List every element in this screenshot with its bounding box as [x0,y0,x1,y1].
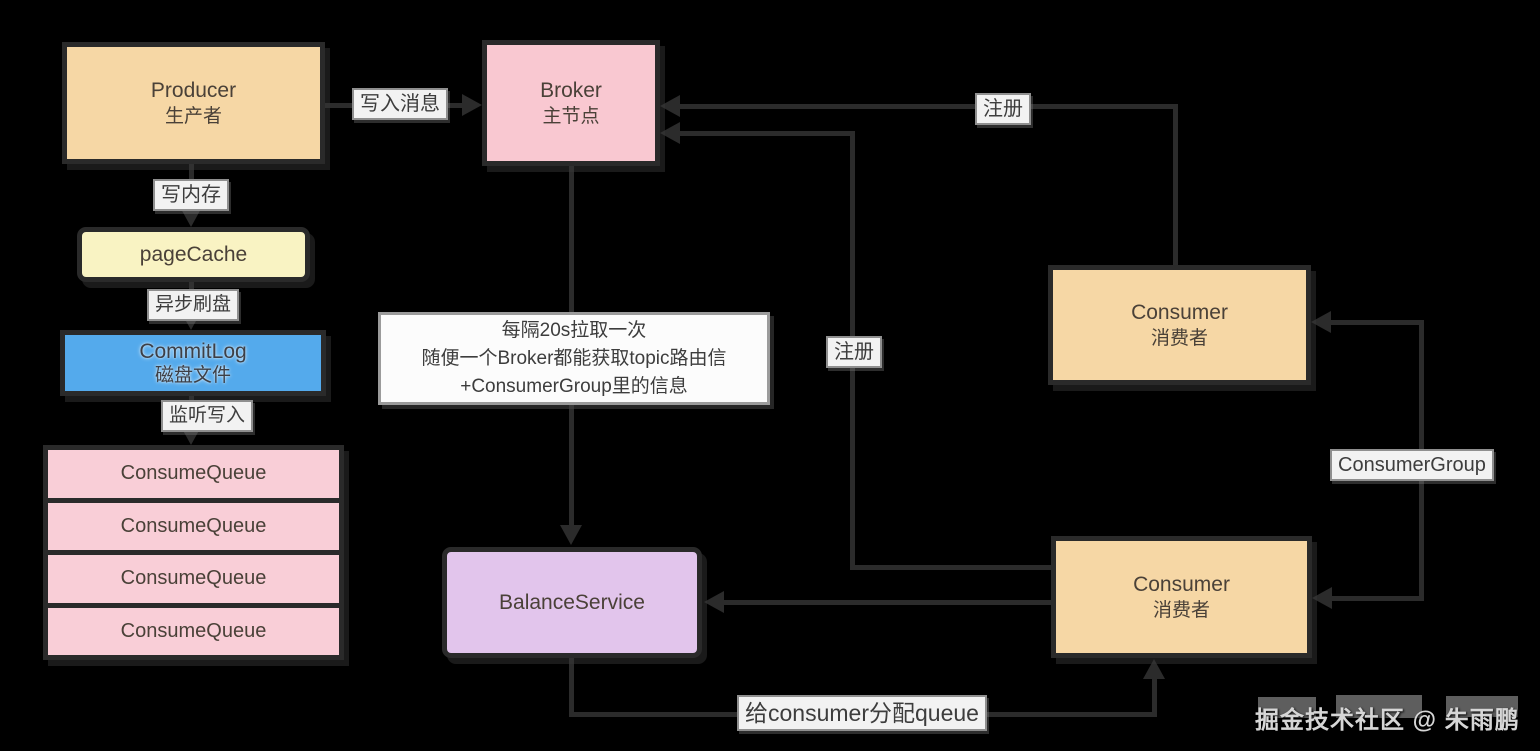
consumequeue-row: ConsumeQueue [48,450,339,498]
broker-pull-note: 每隔20s拉取一次 随便一个Broker都能获取topic路由信 +Consum… [378,312,770,405]
broker-subtitle: 主节点 [542,106,600,127]
label-assign-queue: 给consumer分配queue [737,695,987,731]
label-listen-write: 监听写入 [161,400,254,432]
consumer-bottom-box: Consumer 消费者 [1051,536,1312,658]
consumequeue-stack: ConsumeQueue ConsumeQueue ConsumeQueue C… [43,445,344,660]
watermark-highlight [1336,695,1422,718]
edge-line [1152,674,1157,717]
pagecache-title: pageCache [139,243,248,266]
commitlog-title: CommitLog [139,339,247,363]
label-register-top: 注册 [975,93,1031,125]
commitlog-subtitle: 磁盘文件 [154,364,231,386]
edge-line [850,565,1051,570]
label-async-flush: 异步刷盘 [147,289,240,321]
edge-line [722,600,1051,605]
commitlog-box: CommitLog 磁盘文件 [60,330,326,396]
consumer-top-title: Consumer [1131,301,1228,324]
pagecache-box: pageCache [77,227,310,282]
edge-line [569,656,574,717]
arrowhead-right-icon [462,94,482,116]
arrowhead-up-icon [1143,659,1165,679]
arrowhead-left-icon [660,122,680,144]
edge-line [1332,596,1423,601]
consumer-top-box: Consumer 消费者 [1048,265,1311,385]
label-write-message: 写入消息 [352,88,448,120]
producer-box: Producer 生产者 [62,42,325,164]
watermark-highlight [1446,696,1518,717]
balanceservice-box: BalanceService [442,547,702,658]
label-register-mid: 注册 [826,336,882,368]
note-line-2: 随便一个Broker都能获取topic路由信 [421,347,727,369]
edge-line [1331,320,1423,325]
label-write-memory: 写内存 [153,179,229,211]
consumequeue-row: ConsumeQueue [48,502,339,550]
note-line-3: +ConsumerGroup里的信息 [460,375,688,397]
edge-line [678,131,855,136]
edge-line [678,104,1178,109]
arrowhead-left-icon [1312,587,1332,609]
balanceservice-title: BalanceService [499,591,645,614]
edge-line [1173,104,1178,265]
arrowhead-down-icon [180,207,202,227]
label-consumer-group: ConsumerGroup [1330,449,1494,481]
watermark-text: 掘金技术社区 @ 朱雨鹏 [1255,707,1520,734]
note-line-1: 每隔20s拉取一次 [501,319,647,341]
arrowhead-left-icon [660,95,680,117]
watermark-highlight [1258,697,1316,718]
arrowhead-left-icon [1311,311,1331,333]
producer-subtitle: 生产者 [164,106,222,127]
arrowhead-left-icon [704,591,724,613]
consumequeue-row: ConsumeQueue [48,607,339,655]
consumer-bottom-subtitle: 消费者 [1152,600,1210,621]
broker-box: Broker 主节点 [482,40,660,166]
producer-title: Producer [150,79,237,102]
broker-title: Broker [540,79,602,102]
consumequeue-row: ConsumeQueue [48,555,339,603]
arrowhead-down-icon [560,525,582,545]
consumer-bottom-title: Consumer [1133,573,1230,596]
consumer-top-subtitle: 消费者 [1150,328,1208,349]
